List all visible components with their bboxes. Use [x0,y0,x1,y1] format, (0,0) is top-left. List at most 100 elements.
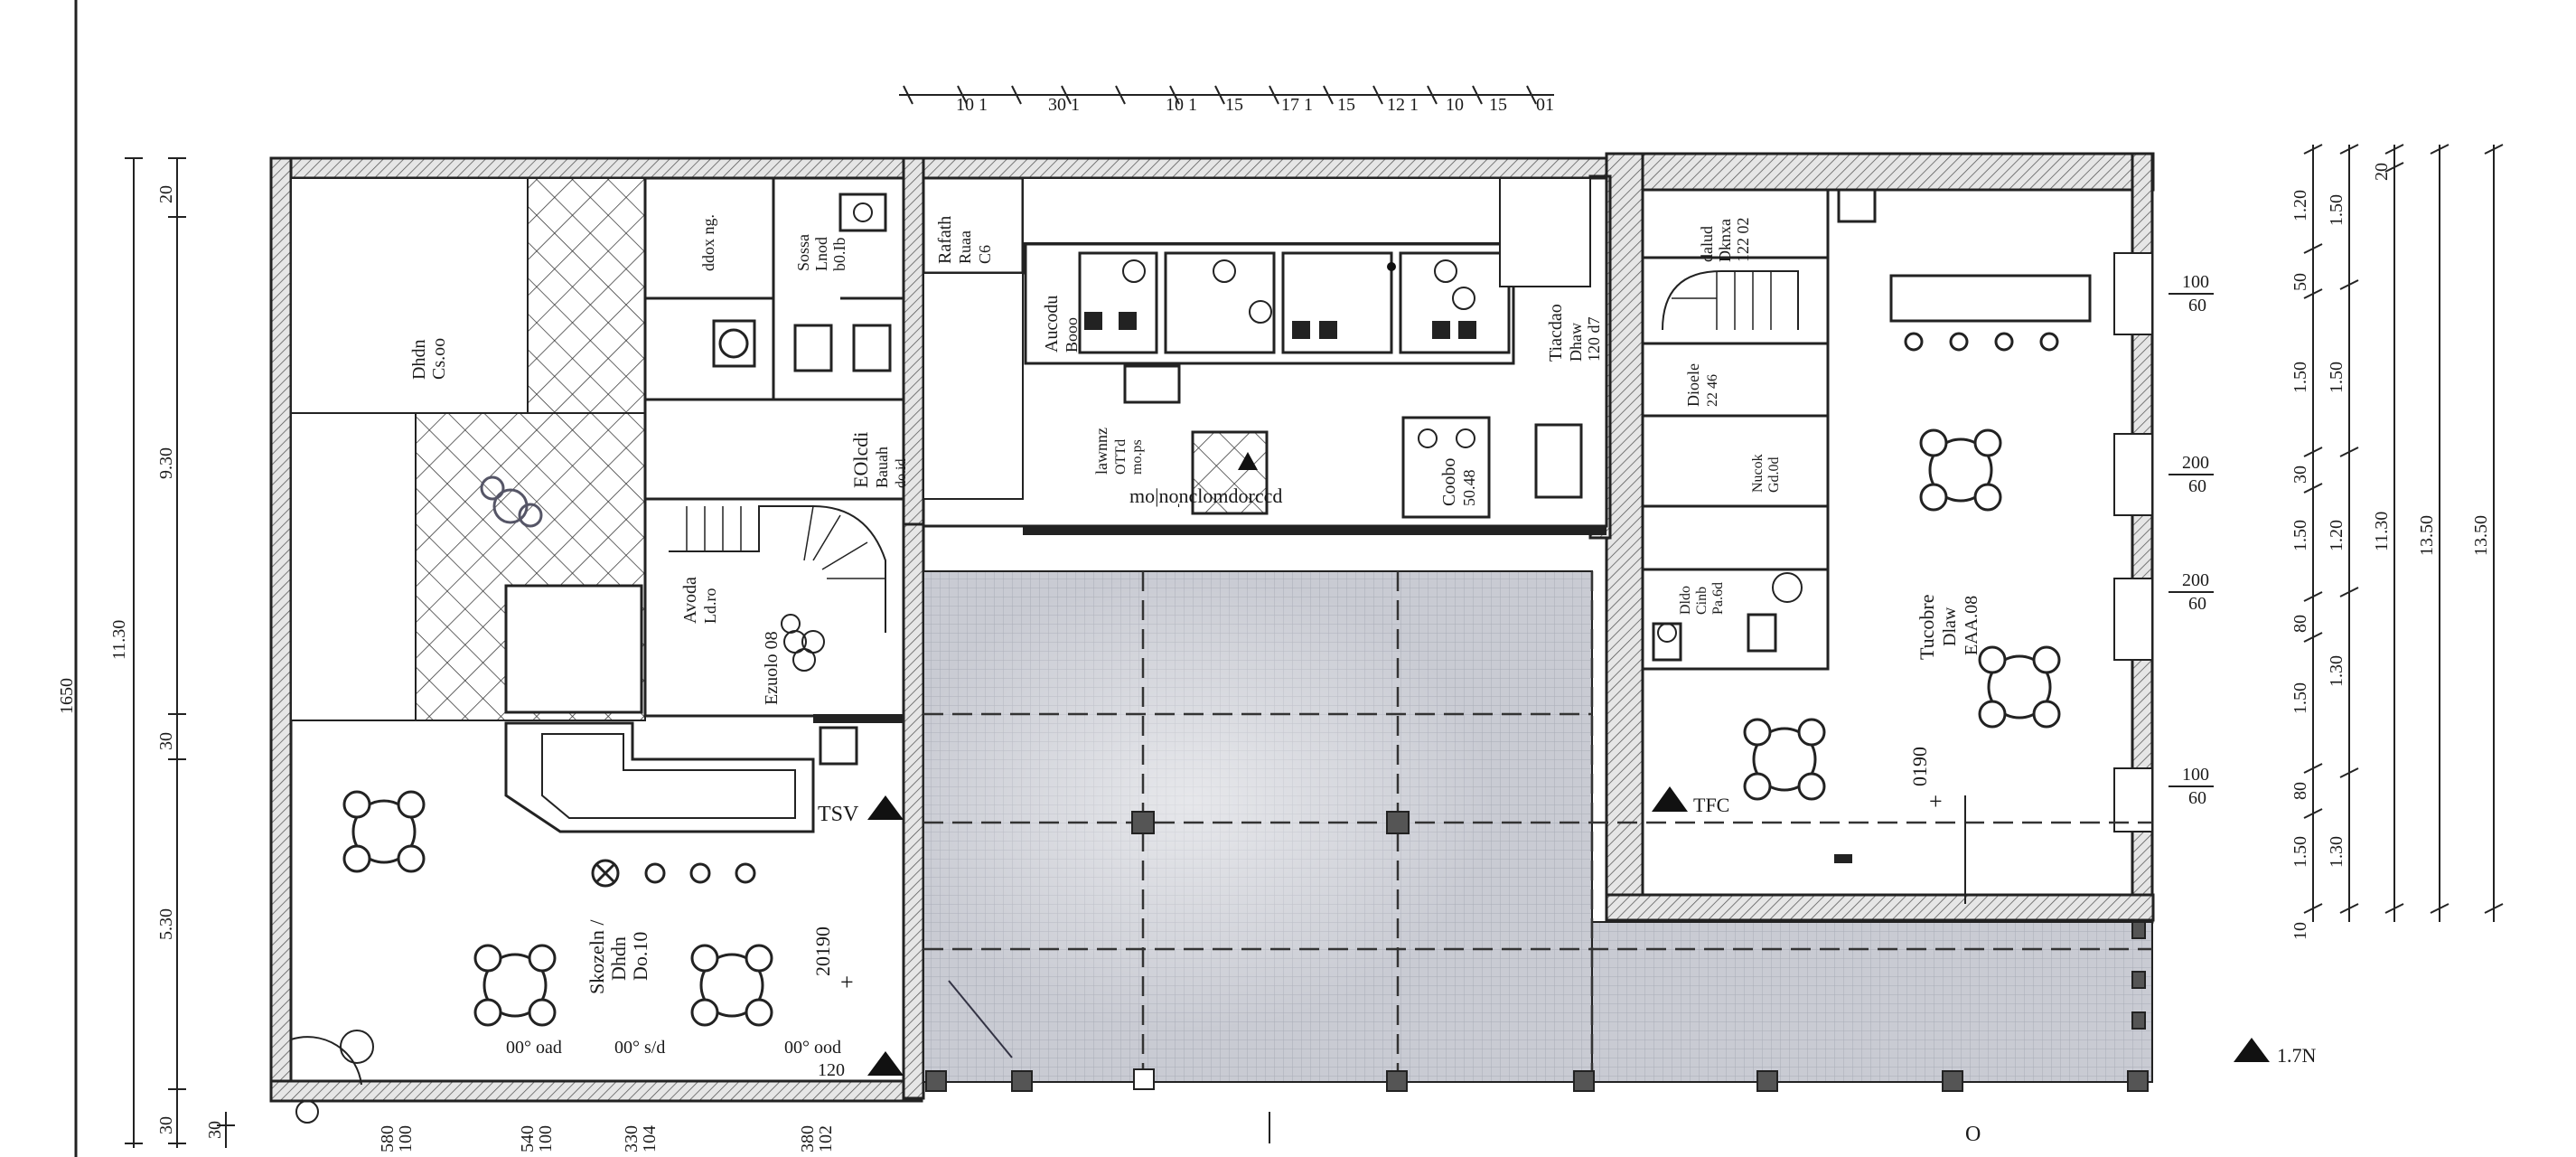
room-label-left-upper-1: Dhdn [409,340,429,380]
room-label-utility: Ezuolo 08 [762,631,782,705]
room-label-store-3: C6 [976,245,994,264]
terrace-area [923,570,2153,1092]
room-label-office-1: dalud [1698,226,1716,262]
right-dining-area [1743,274,2092,904]
bottom-dim-2: 100 [396,1125,416,1152]
terrace-level-marker-icon [2234,1038,2270,1062]
tfc-label: TFC [1693,794,1729,816]
room-area-right-dining: 0190 [1908,747,1931,786]
tsv-marker-icon [867,795,904,820]
top-dim-9: 15 [1489,95,1507,115]
sill-mark-3: 00° ood [784,1038,841,1058]
room-label-wc-upper-1: Sossa [794,234,812,271]
right-dim-a3: 1.50 [2290,362,2310,393]
top-dim-7: 12 1 [1387,95,1419,115]
right-dim-c3: 13.50 [2417,515,2437,556]
room-label-dining-3: Do.10 [629,932,651,981]
service-rooms-right [1641,188,1877,671]
room-label-kitchen2-2: OTTd [1113,439,1129,475]
kitchen-block [922,176,1608,535]
top-dim-6: 15 [1337,95,1355,115]
room-label-corridor-2: Dhaw [1567,323,1585,362]
room-label-store-2: Ruaa [956,230,974,264]
room-label-kitchen-2: Booo [1063,317,1081,353]
room-label-right-dining-1: Tucobre [1916,594,1938,660]
top-dim-3: 10 1 [1166,95,1197,115]
bottom-dim-7: 380 [798,1125,818,1152]
center-cross-right-icon: + [1929,788,1943,814]
room-label-storage-1: Dioele [1684,363,1702,407]
right-dim-a5: 1.50 [2290,520,2310,551]
right-dim-a2: 50 [2290,273,2310,291]
window-mark-2-top: 200 [2182,453,2209,473]
level-marker-icon [867,1051,904,1076]
room-area-dining-left: 20190 [811,927,834,976]
room-label-kitchen2-3: mo.ps [1129,439,1145,475]
right-dim-a1: 1.20 [2290,190,2310,221]
right-dim-c4: 13.50 [2471,515,2491,556]
room-label-wc2-2: Gd.0d [1766,456,1782,493]
right-dim-a8: 80 [2290,782,2310,800]
dim-bottom-wall: 30 [156,1116,176,1134]
bottom-dim-8: 102 [816,1125,836,1152]
room-label-wc2-1: Nucok [1750,454,1766,493]
top-dim-4: 15 [1225,95,1243,115]
bottom-dim-3: 540 [518,1125,538,1152]
sill-mark-4: 120 [818,1060,845,1080]
sill-mark-2: 00° s/d [614,1038,665,1058]
room-label-dining-1: Skozeln / [585,919,608,994]
room-label-coobo-2: 50.48 [1460,470,1478,507]
right-dim-b2: 1.50 [2327,362,2347,393]
bottom-dim-4: 100 [536,1125,556,1152]
room-label-left-upper-2: Cs.oo [429,338,449,380]
room-label-wc-right-3: Pa.6d [1710,582,1726,615]
tfc-marker-icon [1652,786,1688,812]
top-dim-2: 30 1 [1048,95,1080,115]
bottom-dimension-labels: 580 100 540 100 330 104 380 102 [378,1125,836,1152]
window-mark-4-top: 100 [2182,765,2209,785]
right-window-marks: 100 60 200 60 200 60 100 60 [2169,272,2214,808]
room-label-right-dining-2: Dlaw [1940,607,1960,646]
terrace-level-label: 1.7N [2277,1044,2317,1067]
right-dim-a9: 1.50 [2290,836,2310,868]
service-rooms-left [643,176,905,766]
dim-mid-wall: 30 [156,732,176,750]
room-label-coobo-1: Coobo [1439,458,1459,506]
room-label-stair-2: Ld.ro [701,588,719,625]
room-label-hall-2: Bauah [873,447,891,488]
room-label-stair-1: Avoda [680,577,700,624]
top-dim-5: 17 1 [1281,95,1313,115]
dim-lower-section: 5.30 [156,908,176,940]
room-label-store-1: Rafath [935,216,955,264]
right-dim-b1: 1.50 [2327,194,2347,226]
room-label-kitchen-1: Aucodu [1042,296,1062,353]
tsv-label: TSV [818,803,859,826]
top-dim-8: 10 [1446,95,1464,115]
dim-overall: 11.30 [109,620,129,660]
right-dim-c1: 20 [2372,163,2392,181]
window-mark-1-bottom: 60 [2188,296,2206,315]
center-cross-icon: + [840,969,854,995]
room-label-office-2: Dknxa [1716,219,1734,262]
north-mark: O [1965,1123,1981,1146]
right-dimension-chains: 1.20 50 1.50 30 1.50 80 1.50 80 1.50 10 … [2290,144,2504,940]
left-dimension-chain: 1650 11.30 9.30 20 30 5.30 30 30 [57,157,235,1148]
room-label-wc-right-2: Cinb [1694,587,1710,615]
right-dim-b4: 1.30 [2327,655,2347,687]
room-label-wc-upper-3: b0.Ib [830,238,848,272]
room-label-storage-2: 22 46 [1705,374,1720,407]
room-label-wc-upper-2: Lnod [812,237,830,271]
dim-upper-section: 9.30 [156,447,176,479]
top-dimension-chain: 10 1 30 1 10 1 15 17 1 15 12 1 10 15 01 [899,85,1554,115]
room-label-corridor-3: 120 d7 [1585,317,1603,362]
room-label-dining-2: Dhdn [607,936,630,981]
kitchen-pass-label: mo|no̩nclomdorccd [1129,484,1282,507]
room-label-kitchen2-1: lawnnz [1092,428,1110,475]
dim-bottom-wall-2: 30 [205,1121,225,1139]
bottom-dim-6: 104 [640,1125,660,1152]
dim-total-height: 1650 [57,678,77,714]
bar-counter [504,584,815,833]
window-mark-3-top: 200 [2182,570,2209,590]
window-mark-1-top: 100 [2182,272,2209,292]
